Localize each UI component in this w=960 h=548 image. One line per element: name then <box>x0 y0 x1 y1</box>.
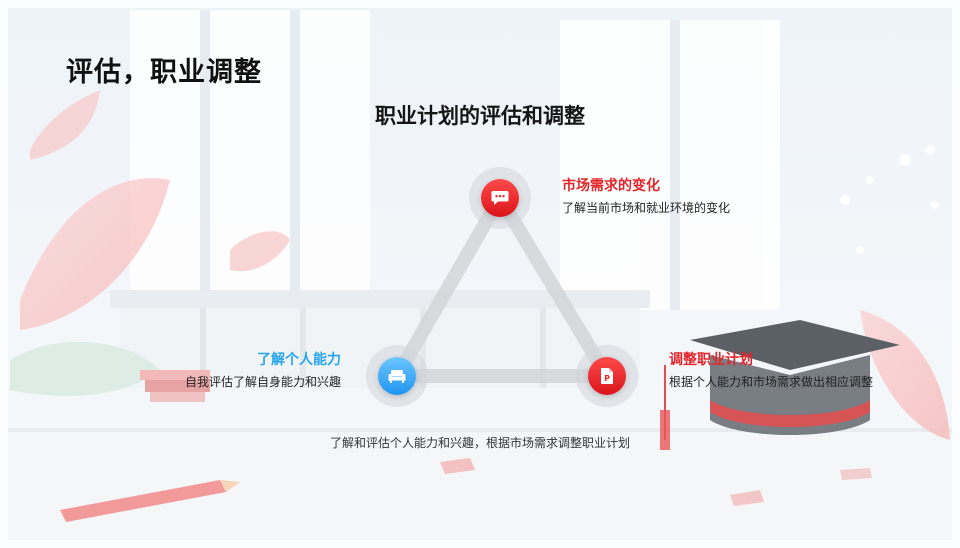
sofa-icon <box>388 370 406 383</box>
personal-ability-title: 了解个人能力 <box>257 352 341 368</box>
node-personal-ability-badge <box>378 357 416 395</box>
page-title: 评估，职业调整 <box>66 57 262 88</box>
slide-subtitle: 职业计划的评估和调整 <box>375 104 585 128</box>
summary-note: 了解和评估个人能力和兴趣，根据市场需求调整职业计划 <box>329 436 630 450</box>
node-adjust-plan-badge: P <box>588 357 626 395</box>
node-market-demand-badge <box>481 179 519 217</box>
adjust-plan-description: 根据个人能力和市场需求做出相应调整 <box>669 375 874 389</box>
svg-text:P: P <box>604 374 610 383</box>
node-market-demand <box>469 167 531 229</box>
node-adjust-plan: P <box>576 345 638 407</box>
document-p-icon: P <box>601 368 613 384</box>
chat-bubble-icon <box>491 191 509 205</box>
node-personal-ability <box>366 345 428 407</box>
personal-ability-description: 自我评估了解自身能力和兴趣 <box>184 375 341 389</box>
market-demand-title: 市场需求的变化 <box>562 178 660 194</box>
adjust-plan-title: 调整职业计划 <box>669 352 753 368</box>
market-demand-description: 了解当前市场和就业环境的变化 <box>562 201 731 215</box>
